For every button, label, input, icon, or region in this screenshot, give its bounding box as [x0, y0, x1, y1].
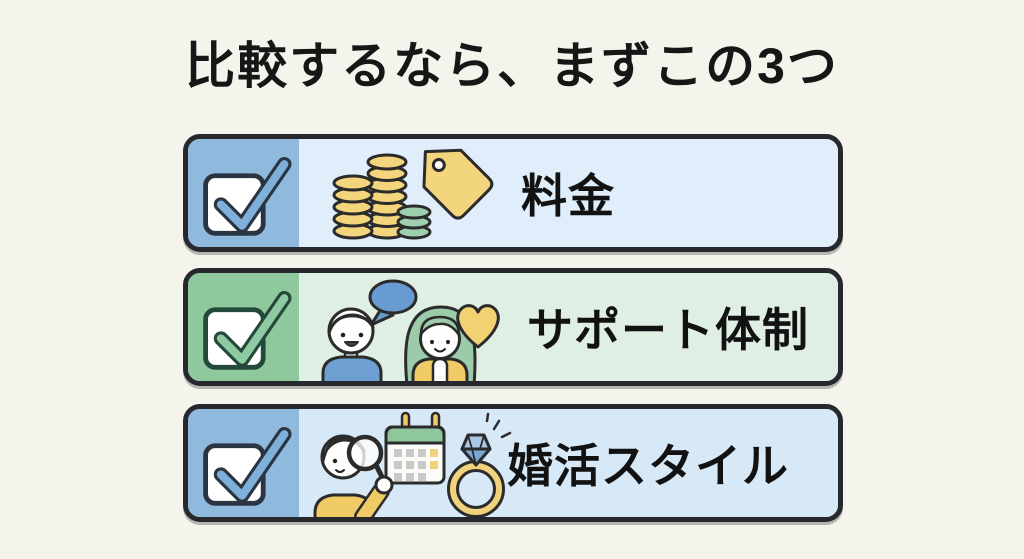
heart-icon [456, 304, 500, 349]
person-magnifying-glass-icon [313, 434, 394, 517]
row-price: 料金 [183, 134, 843, 252]
checkbox-style[interactable] [188, 409, 299, 517]
row-support-content: サポート体制 [299, 273, 838, 381]
diamond-ring-icon [447, 412, 512, 517]
row-support-label: サポート体制 [527, 304, 809, 356]
coin-stack-short [332, 174, 374, 240]
row-style-content: 婚活スタイル [299, 409, 838, 517]
couple-conversation-icon [321, 279, 500, 381]
woman-figure [404, 305, 477, 381]
page-title: 比較するなら、まずこの3つ [185, 38, 839, 94]
row-price-label: 料金 [521, 170, 615, 222]
sparkle-lines [485, 412, 512, 439]
man-figure [321, 307, 383, 381]
row-style: 婚活スタイル [183, 404, 843, 522]
checkmark-icon [202, 427, 292, 506]
price-tag-icon [422, 148, 494, 220]
row-price-content: 料金 [299, 139, 838, 247]
row-style-label: 婚活スタイル [507, 440, 789, 492]
matchmaking-style-icon [313, 411, 512, 517]
checkbox-support[interactable] [188, 273, 299, 381]
checkbox-price[interactable] [188, 139, 299, 247]
speech-bubble-icon [368, 279, 418, 327]
checkmark-icon [202, 291, 292, 370]
calendar-icon [384, 411, 446, 485]
row-support: サポート体制 [183, 268, 843, 386]
checkmark-icon [202, 157, 292, 236]
coin-stack-green [396, 204, 432, 240]
coin-stacks-and-price-tag-icon [332, 148, 494, 240]
